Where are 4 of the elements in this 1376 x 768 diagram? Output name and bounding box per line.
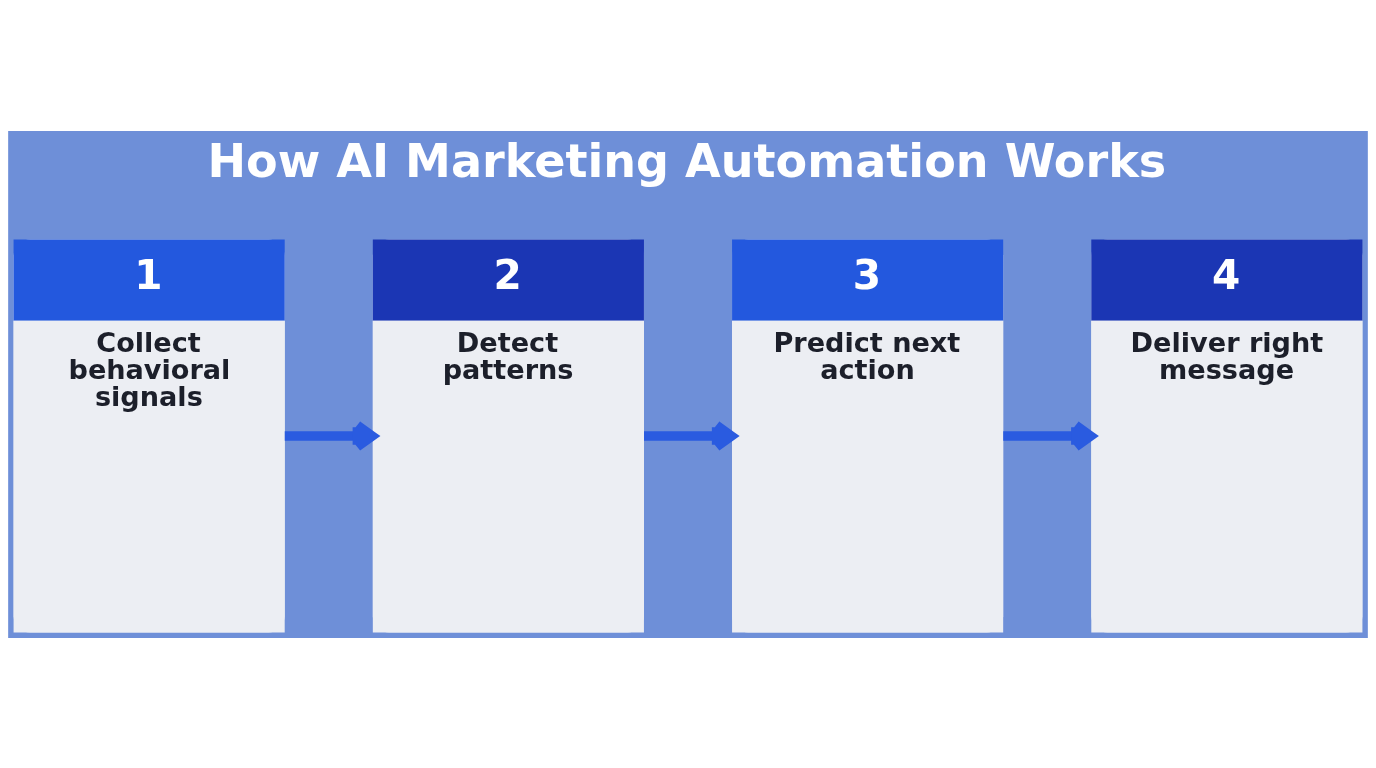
arrow [1003,420,1096,451]
arrow [284,420,378,451]
arrow [644,420,737,451]
diagram-title: How AI Marketing Automation Works [207,133,1167,188]
